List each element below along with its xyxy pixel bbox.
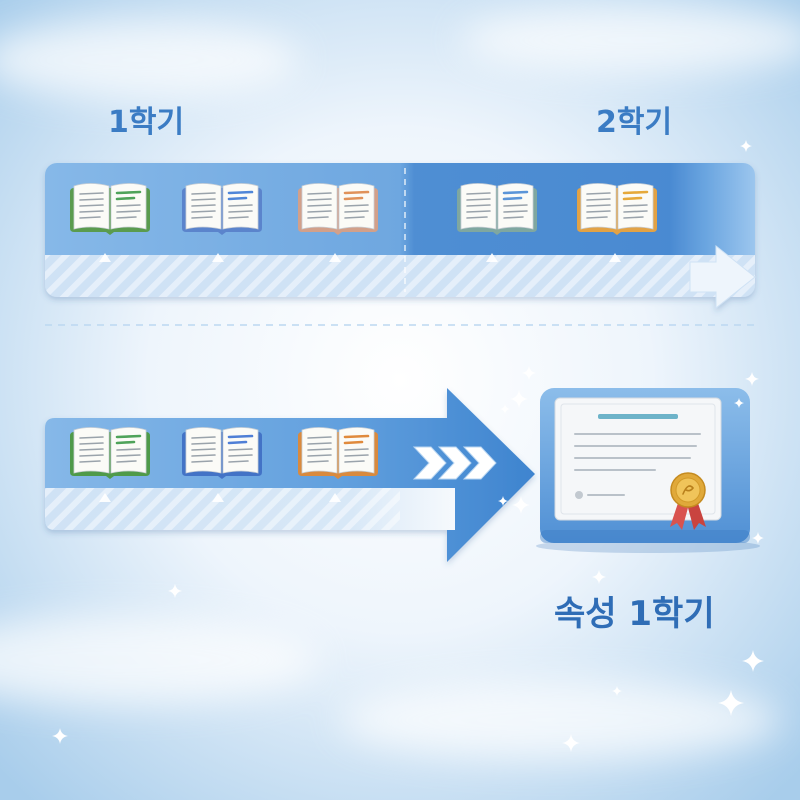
timeline-marker [212,253,224,262]
chevron-right-icon [462,446,497,480]
label-accelerated-semester: 속성 1학기 [554,594,715,634]
certificate-frame-edge [540,530,750,543]
chevron-right-icon [412,446,447,480]
certificate-icon [540,388,750,543]
open-book-icon [296,182,380,236]
regular-timeline-bar [45,163,756,310]
label-second-semester: 2학기 [596,105,672,140]
certificate-dot [575,491,583,499]
open-book-icon [296,426,380,480]
fast-forward-chevrons [412,446,497,480]
timeline-markers [99,253,621,262]
certificate-title-line [598,414,678,419]
timeline-strip-stripes [45,255,755,297]
open-book-icon [180,426,264,480]
timeline-marker [486,253,498,262]
arrow-strip-stripes [45,488,400,530]
chevron-right-icon [437,446,472,480]
open-book-icon [68,426,152,480]
timeline-marker [99,253,111,262]
award-seal-icon [670,472,706,530]
accelerated-timeline-arrow [45,388,535,562]
timeline-markers [99,493,341,502]
timeline-marker [329,253,341,262]
timeline-marker [609,253,621,262]
timeline-marker [329,493,341,502]
timeline-marker [99,493,111,502]
open-book-icon [180,182,264,236]
open-book-icon [455,182,539,236]
certificate-inner-border [560,403,716,515]
background-clouds [0,5,800,760]
timeline-marker [212,493,224,502]
arrow-right-icon [689,244,756,310]
label-first-semester: 1학기 [108,105,184,140]
open-book-icon [68,182,152,236]
open-book-icon [575,182,659,236]
